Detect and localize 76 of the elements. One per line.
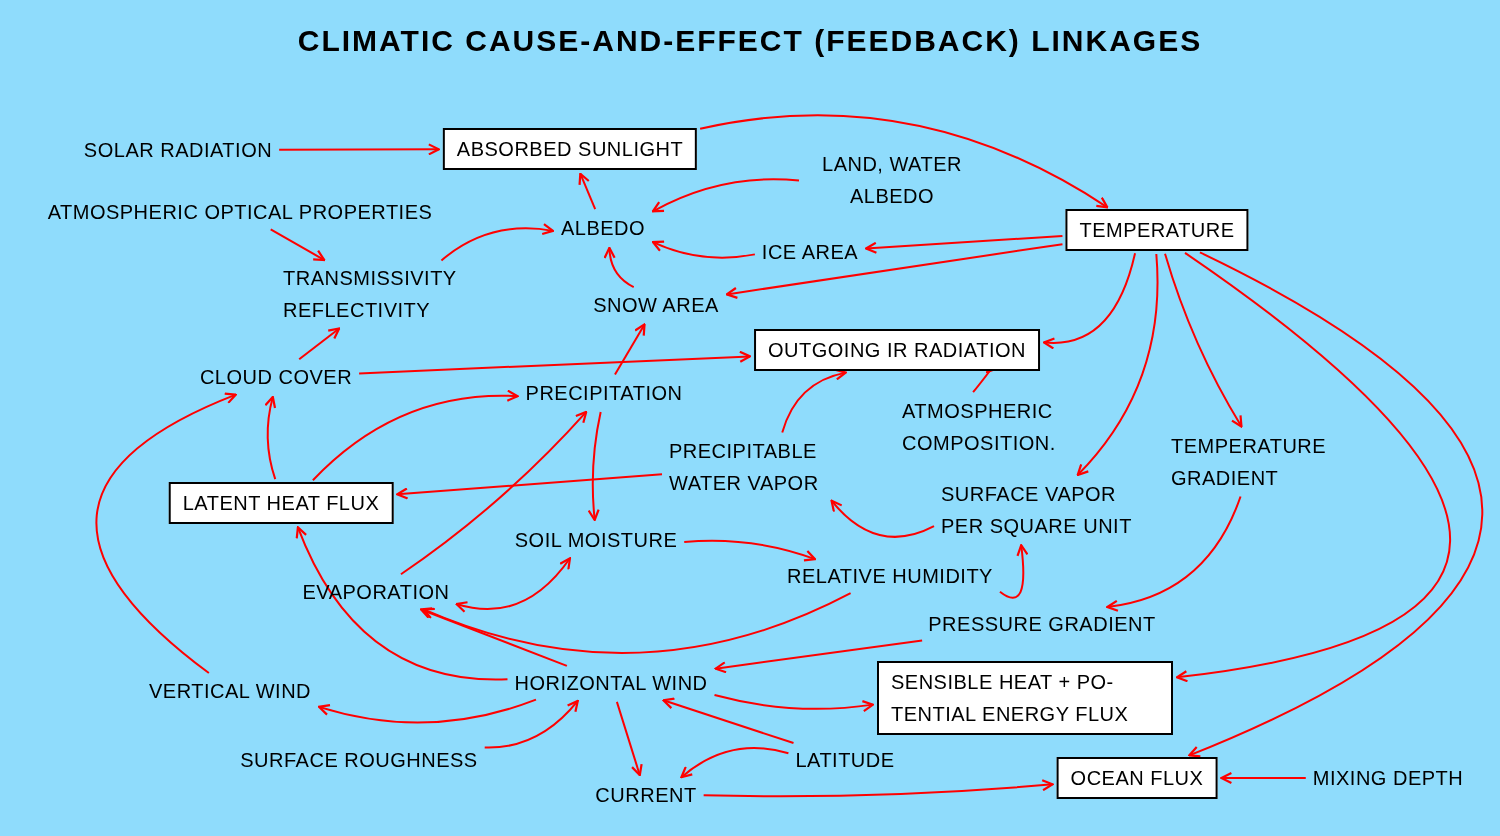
arrow <box>1076 253 1159 477</box>
node-label: PRECIPITATION <box>525 381 683 406</box>
node-label: CLOUD COVER <box>199 365 353 390</box>
arrow <box>1188 251 1484 758</box>
arrow <box>603 246 635 289</box>
arrow <box>683 539 817 562</box>
arrow <box>699 114 1109 209</box>
node-label: HORIZONTAL WIND <box>514 671 708 696</box>
arrow <box>578 172 597 211</box>
node-label: SENSIBLE HEAT + PO- TENTIAL ENERGY FLUX <box>891 670 1130 727</box>
arrow <box>615 700 643 777</box>
node-label: OCEAN FLUX <box>1070 766 1204 791</box>
arrow <box>419 607 568 667</box>
node-label: ABSORBED SUNLIGHT <box>456 137 684 162</box>
arrow <box>830 499 936 538</box>
node-label: ALBEDO <box>560 216 646 241</box>
node-label: TEMPERATURE GRADIENT <box>1171 434 1328 491</box>
arrow <box>455 557 572 613</box>
arrow <box>396 473 663 500</box>
process-box <box>168 482 394 524</box>
node-label: LATITUDE <box>795 748 895 773</box>
arrow <box>1220 771 1307 785</box>
arrow <box>95 392 237 675</box>
arrow <box>651 240 756 259</box>
arrow <box>298 327 341 361</box>
arrow <box>680 747 790 779</box>
arrow <box>1164 252 1243 428</box>
node-label: SURFACE ROUGHNESS <box>240 748 478 773</box>
node-label: SNOW AREA <box>593 293 719 318</box>
node-label: SOLAR RADIATION <box>83 138 273 163</box>
node-label: TRANSMISSIVITY REFLECTIVITY <box>283 266 458 323</box>
arrow <box>483 699 579 749</box>
node-label: CURRENT <box>595 783 697 808</box>
arrow <box>713 694 875 712</box>
arrow <box>278 143 440 156</box>
node-label: LATENT HEAT FLUX <box>182 491 380 516</box>
node-label: TEMPERATURE <box>1079 218 1235 243</box>
arrow <box>1106 495 1242 612</box>
arrow <box>264 395 277 481</box>
arrow <box>440 223 555 262</box>
arrow <box>296 526 509 681</box>
diagram-title: CLIMATIC CAUSE-AND-EFFECT (FEEDBACK) LINKAGES <box>296 23 1204 59</box>
node-label: LAND, WATER ALBEDO <box>821 152 963 209</box>
node-label: SURFACE VAPOR PER SQUARE UNIT <box>941 482 1133 539</box>
arrow <box>317 698 537 724</box>
node-label: PRESSURE GRADIENT <box>928 612 1156 637</box>
arrow <box>311 389 519 482</box>
node-label: ATMOSPHERIC OPTICAL PROPERTIES <box>47 200 433 225</box>
arrow <box>865 235 1064 254</box>
arrow <box>1175 251 1452 682</box>
arrow <box>399 410 588 576</box>
node-label: ICE AREA <box>761 240 859 265</box>
arrow <box>702 779 1054 798</box>
arrow <box>358 350 752 375</box>
node-label: SOIL MOISTURE <box>514 528 678 553</box>
node-label: MIXING DEPTH <box>1312 766 1464 791</box>
process-box <box>1065 209 1249 251</box>
arrow <box>714 639 924 674</box>
arrow <box>614 323 646 376</box>
arrow <box>269 228 326 262</box>
arrow <box>998 544 1029 599</box>
node-label: RELATIVE HUMIDITY <box>787 564 993 589</box>
arrow <box>662 697 795 745</box>
node-label: ATMOSPHERIC COMPOSITION. <box>902 399 1057 456</box>
process-box <box>754 329 1040 371</box>
process-box <box>1056 757 1218 799</box>
node-label: OUTGOING IR RADIATION <box>768 338 1026 363</box>
arrow <box>725 243 1064 299</box>
arrow <box>1042 252 1137 349</box>
arrow <box>651 178 800 213</box>
node-label: PRECIPITABLE WATER VAPOR <box>669 439 820 496</box>
arrow <box>422 592 852 654</box>
arrow <box>587 410 602 522</box>
process-box <box>442 128 698 170</box>
process-box <box>877 661 1173 735</box>
node-label: VERTICAL WIND <box>148 679 312 704</box>
